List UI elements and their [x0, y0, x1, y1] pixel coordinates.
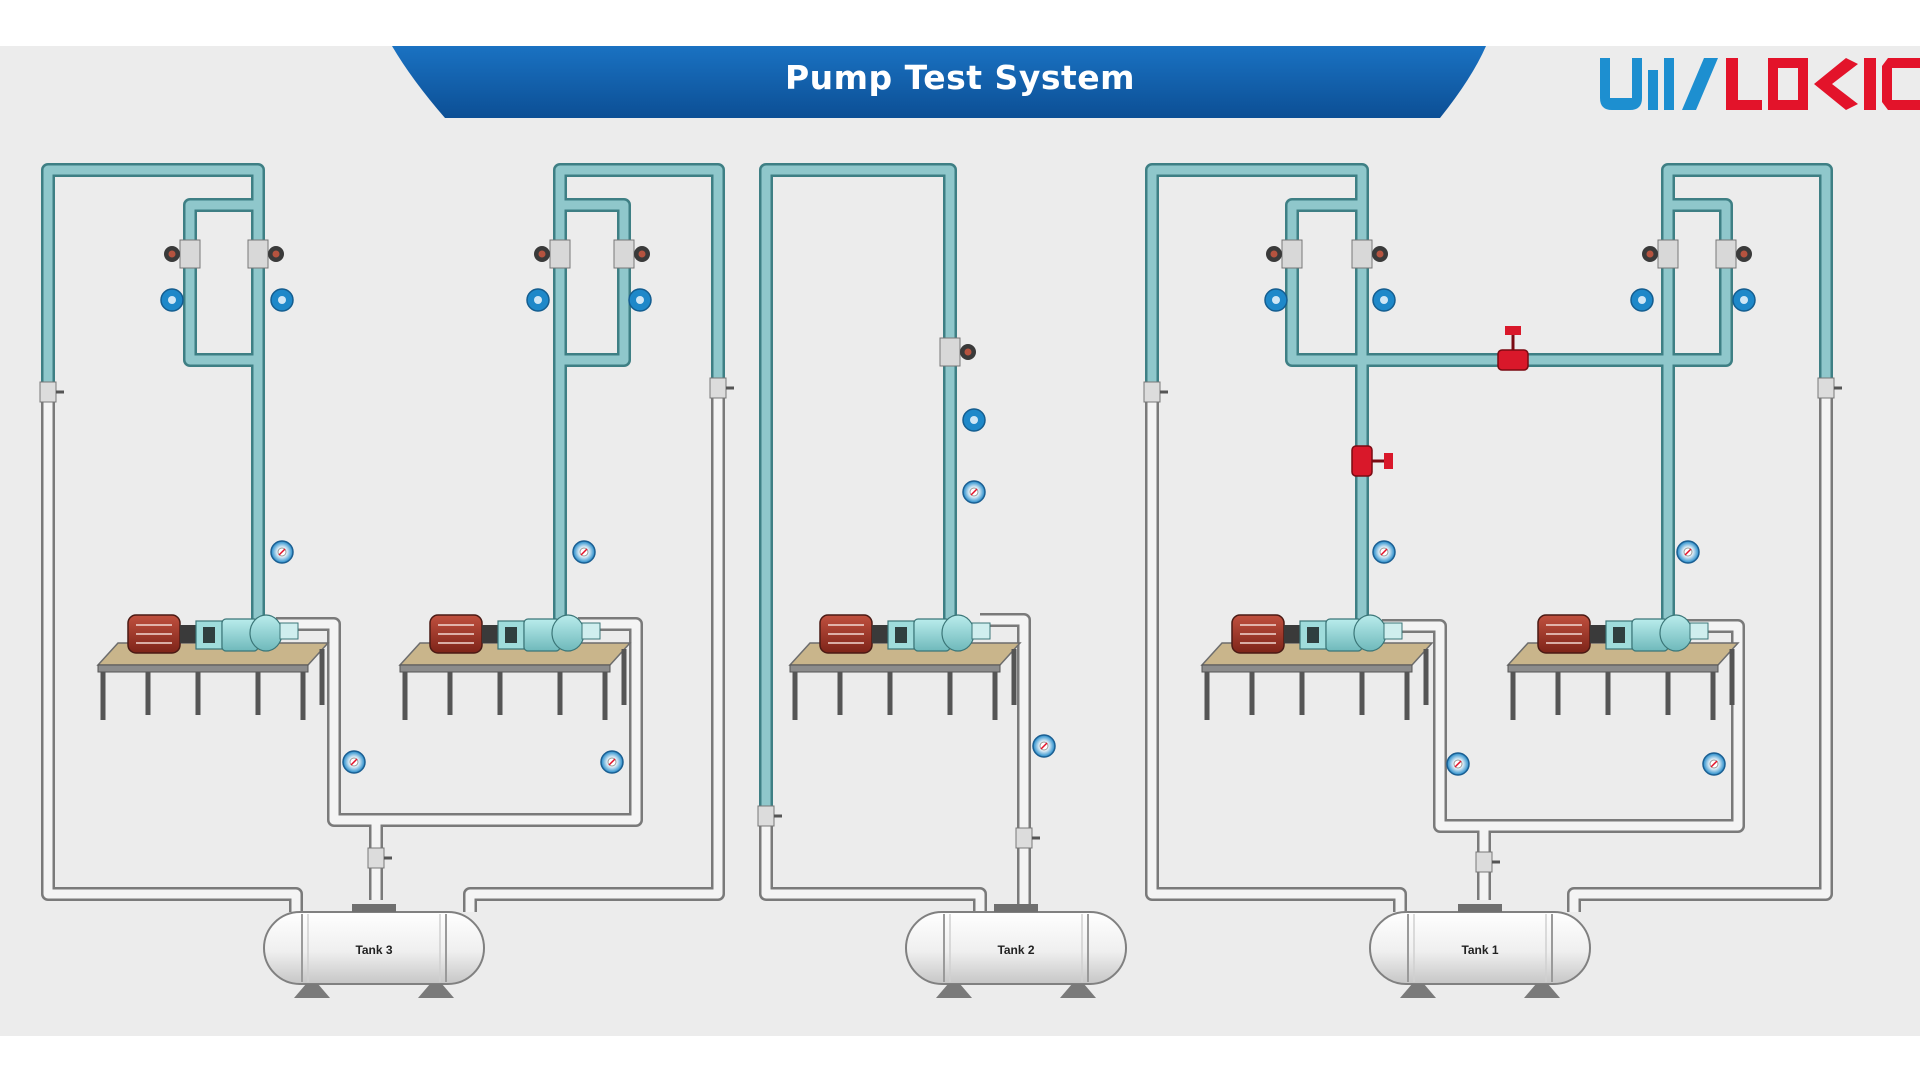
red-control-valve-horizontal[interactable]: [1497, 326, 1529, 371]
system-tank-3: [38, 163, 736, 999]
system-tank-1: [1142, 163, 1844, 999]
system-tank-2: [756, 163, 1127, 999]
process-panel: [0, 46, 1920, 1036]
top-band: [0, 0, 1920, 46]
title-banner: [392, 46, 1486, 118]
red-control-valve-vertical[interactable]: [1351, 445, 1393, 477]
tank-2-label: Tank 2: [997, 943, 1034, 957]
tank-1-label: Tank 1: [1461, 943, 1498, 957]
tank-3-label: Tank 3: [355, 943, 392, 957]
page-title: Pump Test System: [784, 58, 1136, 97]
bottom-band: [0, 1036, 1920, 1080]
unilogic-logo: [1600, 58, 1920, 110]
